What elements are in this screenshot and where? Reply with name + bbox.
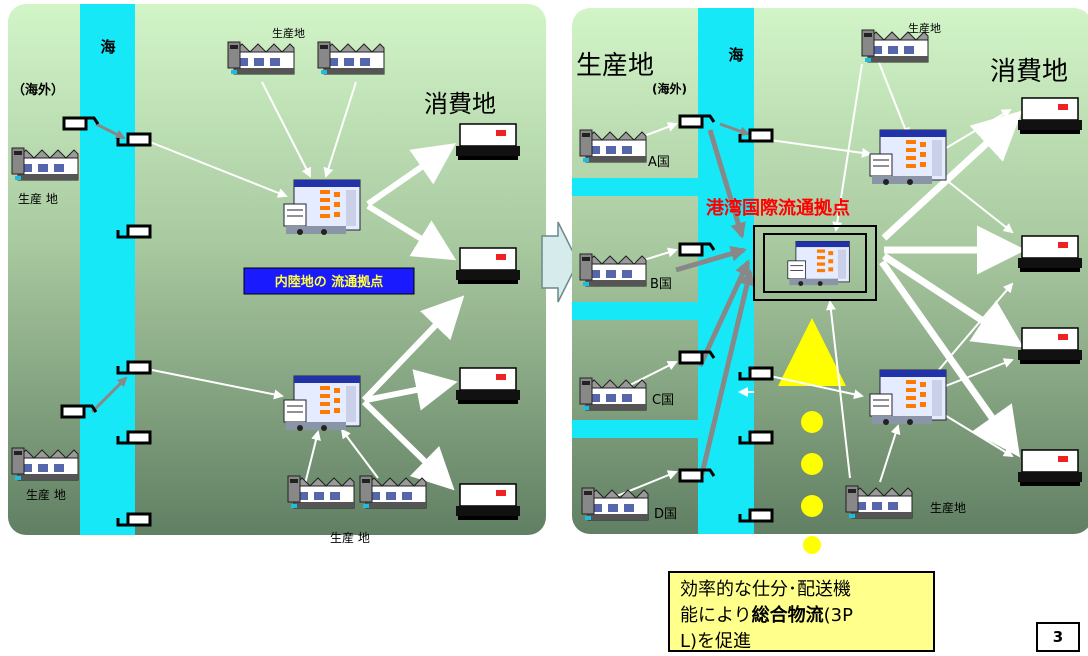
left-warehouse-icon-1 — [283, 179, 361, 236]
dot-icon-4 — [803, 536, 821, 554]
left-production-label-top: 生産地 — [272, 26, 305, 40]
left-thin-arrows — [149, 81, 379, 489]
callout-line-2-pre: 能により — [680, 605, 752, 626]
left-panel: 海 （海外） — [8, 4, 546, 545]
left-store-icon-1 — [455, 123, 521, 161]
callout-line-2: 能により総合物流(3P — [680, 603, 933, 629]
dot-icon-3 — [801, 495, 823, 517]
right-store-icon-2 — [1017, 235, 1083, 273]
country-label-c: C国 — [652, 393, 674, 408]
left-gray-arrows — [90, 122, 128, 414]
country-label-d: D国 — [654, 507, 677, 522]
port-hub-outer-frame — [753, 225, 877, 301]
right-sea-label: 海 — [728, 46, 743, 64]
dot-icon-2 — [801, 453, 823, 475]
page-number: 3 — [1036, 622, 1080, 652]
right-store-icon-1 — [1017, 97, 1083, 135]
right-production-label-top: 生産地 — [908, 21, 941, 35]
growth-triangle-icon — [778, 318, 846, 386]
right-warehouse-icon-top — [869, 129, 947, 186]
right-warehouse-icon-bottom — [869, 369, 947, 426]
left-production-label-bottom-left: 生産 地 — [26, 487, 66, 502]
channel-c — [572, 420, 700, 438]
callout-line-1: 効率的な仕分･配送機 — [680, 579, 851, 600]
right-gray-arrows — [675, 122, 755, 475]
left-sea-band — [80, 4, 135, 535]
port-hub-label: 港湾国際流通拠点 — [706, 197, 850, 219]
left-consumption-label: 消費地 — [424, 90, 496, 118]
channel-b — [572, 302, 700, 320]
left-store-icon-3 — [455, 367, 521, 405]
left-production-label-bottom: 生産 地 — [330, 530, 370, 545]
left-store-icon-4 — [455, 483, 521, 521]
inland-hub-label: 内陸地の 流通拠点 — [275, 274, 384, 290]
transition-arrow-icon — [541, 221, 579, 303]
right-thick-arrows — [879, 110, 1026, 458]
right-store-icon-4 — [1017, 449, 1083, 487]
port-hub-inner-frame — [763, 233, 867, 293]
port-hub-warehouse-icon — [787, 240, 850, 287]
inland-hub-label-box — [243, 267, 415, 295]
country-label-b: B国 — [650, 277, 672, 292]
right-panel: 海 生産地 (海外) — [572, 8, 1088, 554]
right-consumption-label: 消費地 — [990, 57, 1068, 87]
callout-line-2-bold: 総合物流 — [751, 605, 824, 626]
channel-a — [572, 178, 700, 196]
right-overseas-label: (海外) — [652, 81, 687, 96]
right-store-icon-3 — [1017, 327, 1083, 365]
dot-icon-1 — [801, 411, 823, 433]
right-production-label-bottom: 生産地 — [930, 500, 966, 515]
left-overseas-label: （海外） — [12, 82, 64, 98]
country-label-a: A国 — [648, 155, 670, 170]
left-store-icon-2 — [455, 247, 521, 285]
callout-line-3: L)を促進 — [680, 631, 752, 652]
callout-note: 効率的な仕分･配送機 能により総合物流(3P L)を促進 — [668, 571, 935, 652]
left-warehouse-icon-2 — [283, 375, 361, 432]
right-production-label-large: 生産地 — [576, 51, 654, 81]
left-production-label-left: 生産 地 — [18, 191, 58, 206]
callout-line-2-post: (3P — [823, 605, 853, 626]
left-sea-label: 海 — [100, 38, 115, 56]
left-thick-arrows — [361, 143, 465, 491]
